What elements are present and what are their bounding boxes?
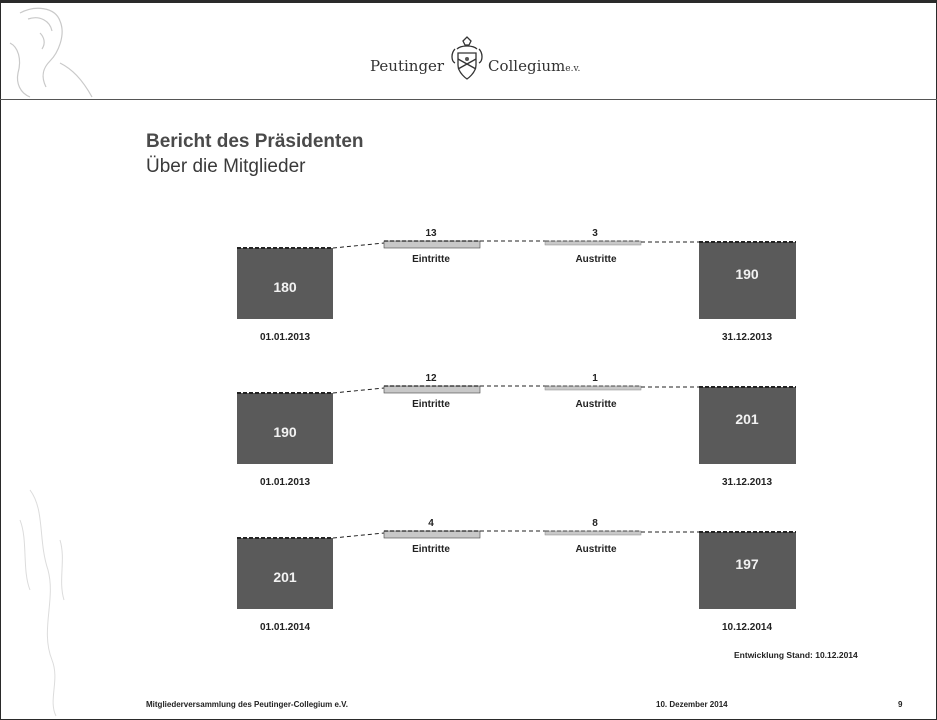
row3-end-value: 197 bbox=[735, 556, 759, 572]
row3-eintritte-label: Eintritte bbox=[412, 544, 450, 555]
row1-eintritte-bar bbox=[383, 240, 481, 249]
page-subtitle: Über die Mitglieder bbox=[146, 156, 306, 177]
row3-start-date: 01.01.2014 bbox=[260, 622, 310, 633]
row1-start-value: 180 bbox=[273, 279, 297, 295]
row2-end-value: 201 bbox=[735, 411, 759, 427]
row3-austritte-label: Austritte bbox=[575, 544, 617, 555]
slide-top-border bbox=[0, 0, 937, 3]
row2-austritte-label: Austritte bbox=[575, 399, 617, 410]
row1-eintritte-value: 13 bbox=[425, 228, 437, 239]
row2-start-value: 190 bbox=[273, 424, 297, 440]
row2-start-box bbox=[237, 393, 333, 464]
row3-start-box bbox=[237, 538, 333, 609]
row3-austritte-bar bbox=[544, 530, 642, 536]
row1-end-value: 190 bbox=[735, 266, 759, 282]
stand-note: Entwicklung Stand: 10.12.2014 bbox=[734, 650, 858, 660]
row1-start-date: 01.01.2013 bbox=[260, 332, 310, 343]
row2-end-box bbox=[699, 387, 796, 464]
row1-connector-start bbox=[332, 242, 385, 249]
footer-date: 10. Dezember 2014 bbox=[656, 700, 728, 709]
row3-end-box bbox=[699, 532, 796, 609]
row2-connector-start bbox=[332, 387, 385, 394]
row3-austritte-value: 8 bbox=[592, 518, 598, 529]
row2-end-date: 31.12.2013 bbox=[722, 477, 772, 488]
row2-austritte-value: 1 bbox=[592, 373, 598, 384]
footer-event: Mitgliederversammlung des Peutinger-Coll… bbox=[146, 700, 348, 709]
side-watermark bbox=[19, 489, 65, 717]
logo-text-left: Peutinger bbox=[370, 57, 445, 75]
row3-end-date: 10.12.2014 bbox=[722, 622, 772, 633]
row1-austritte-value: 3 bbox=[592, 228, 598, 239]
logo-text-suffix: e.v. bbox=[565, 64, 581, 74]
row3-eintritte-bar bbox=[383, 530, 481, 539]
header-divider bbox=[0, 99, 937, 100]
row1-eintritte-label: Eintritte bbox=[412, 254, 450, 265]
row2-austritte-bar bbox=[544, 385, 642, 391]
row1-austritte-label: Austritte bbox=[575, 254, 617, 265]
logo-text-collegium: Collegium bbox=[488, 57, 566, 75]
row3-connector-start bbox=[332, 532, 385, 539]
row1-end-box bbox=[699, 242, 796, 319]
portrait-watermark bbox=[9, 7, 93, 98]
page-title: Bericht des Präsidenten bbox=[146, 131, 364, 152]
row1-end-date: 31.12.2013 bbox=[722, 332, 772, 343]
row2-eintritte-label: Eintritte bbox=[412, 399, 450, 410]
row2-start-date: 01.01.2013 bbox=[260, 477, 310, 488]
row2-eintritte-bar bbox=[383, 385, 481, 394]
row3-start-value: 201 bbox=[273, 569, 297, 585]
row2-eintritte-value: 12 bbox=[425, 373, 437, 384]
row1-start-box bbox=[237, 248, 333, 319]
coat-of-arms-icon bbox=[451, 36, 483, 80]
page-number: 9 bbox=[898, 700, 903, 709]
logo-text-right: Collegiume.v. bbox=[488, 57, 580, 75]
row1-austritte-bar bbox=[544, 240, 642, 246]
row3-eintritte-value: 4 bbox=[428, 518, 434, 529]
